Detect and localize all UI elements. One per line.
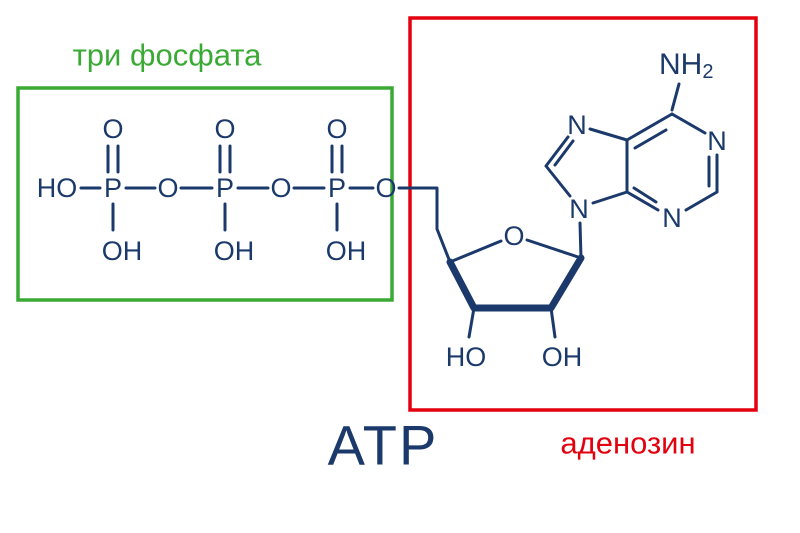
atom-o-ester: O: [375, 173, 396, 203]
adenosine-region-box: [408, 16, 758, 412]
atom-o-double-3: O: [326, 114, 347, 144]
atom-oh-2: OH: [214, 236, 255, 266]
adenosine-region-label: аденозин: [560, 426, 695, 461]
atom-p3: P: [328, 173, 346, 203]
atom-n9: N: [569, 194, 589, 224]
single-bonds: [79, 82, 719, 339]
atom-oh-1: OH: [102, 236, 143, 266]
atom-o-double-2: O: [214, 114, 235, 144]
atom-nh2-subscript: 2: [702, 61, 713, 83]
atom-n1: N: [707, 126, 727, 156]
atom-ho-terminal: HO: [37, 173, 78, 203]
atom-o-double-1: O: [102, 114, 123, 144]
atom-p2: P: [216, 173, 234, 203]
ribose-bold-bonds: [446, 254, 585, 312]
atom-nh2-main: NH: [659, 48, 702, 81]
phosphate-region-label: три фосфата: [73, 38, 263, 73]
atom-n7: N: [567, 110, 587, 140]
atom-nh2: NH2: [659, 48, 713, 84]
molecule-name: ATP: [328, 414, 439, 477]
double-bond-inner-lines: [553, 128, 711, 204]
atom-oh-ribose: OH: [542, 342, 583, 372]
phosphate-region-box: [16, 86, 394, 302]
atom-oh-3: OH: [326, 236, 367, 266]
atom-n3: N: [662, 203, 682, 233]
atom-o-bridge-1: O: [157, 173, 178, 203]
atom-o-bridge-2: O: [270, 173, 291, 203]
atom-p1: P: [104, 173, 122, 203]
atom-ho-ribose: HO: [446, 342, 487, 372]
atom-o-ring: O: [503, 221, 524, 251]
